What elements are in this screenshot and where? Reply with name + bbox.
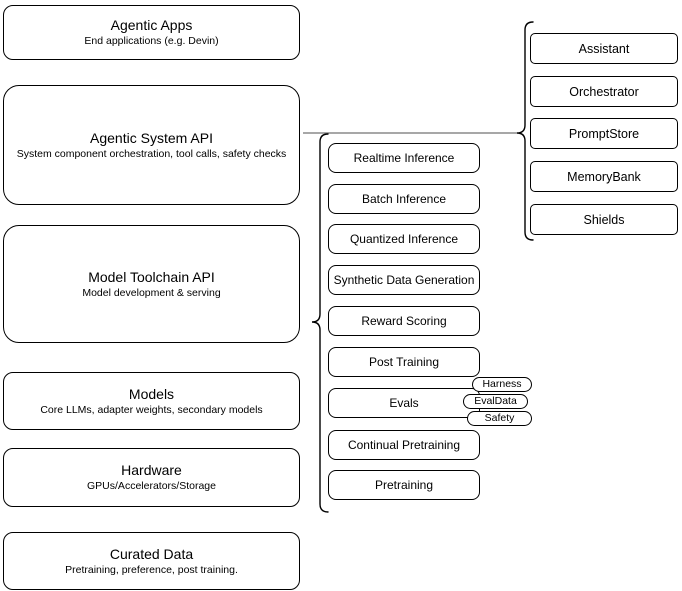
eval-tag-safety: Safety xyxy=(467,411,532,426)
component-box-promptstore: PromptStore xyxy=(530,118,678,149)
service-box-realtime-inference: Realtime Inference xyxy=(328,143,480,173)
service-box-quantized-inference: Quantized Inference xyxy=(328,224,480,254)
tag-label: Harness xyxy=(482,378,522,390)
service-label: Batch Inference xyxy=(361,192,447,206)
layer-agentic-apps: Agentic Apps End applications (e.g. Devi… xyxy=(3,5,300,60)
service-box-reward-scoring: Reward Scoring xyxy=(328,306,480,336)
layer-title: Agentic Apps xyxy=(110,17,193,33)
layer-model-toolchain-api: Model Toolchain API Model development & … xyxy=(3,225,300,343)
component-box-assistant: Assistant xyxy=(530,33,678,64)
layer-subtitle: System component orchestration, tool cal… xyxy=(16,147,287,160)
layer-title: Models xyxy=(128,385,175,402)
layer-title: Model Toolchain API xyxy=(88,268,215,285)
service-box-post-training: Post Training xyxy=(328,347,480,377)
layer-title: Agentic System API xyxy=(90,129,213,146)
component-box-shields: Shields xyxy=(530,204,678,235)
tag-label: EvalData xyxy=(474,395,517,407)
component-label: PromptStore xyxy=(568,126,640,141)
layer-title: Curated Data xyxy=(109,545,194,562)
service-box-evals: Evals xyxy=(328,388,480,418)
layer-curated-data: Curated Data Pretraining, preference, po… xyxy=(3,532,300,590)
layer-models: Models Core LLMs, adapter weights, secon… xyxy=(3,372,300,430)
layer-subtitle: Pretraining, preference, post training. xyxy=(65,563,238,576)
service-box-batch-inference: Batch Inference xyxy=(328,184,480,214)
service-label: Pretraining xyxy=(374,478,434,492)
component-label: Shields xyxy=(583,212,625,227)
layer-subtitle: GPUs/Accelerators/Storage xyxy=(87,480,216,492)
layer-hardware: Hardware GPUs/Accelerators/Storage xyxy=(3,448,300,507)
layer-subtitle: Core LLMs, adapter weights, secondary mo… xyxy=(40,403,263,416)
layer-title: Hardware xyxy=(121,462,182,478)
service-box-pretraining: Pretraining xyxy=(328,470,480,500)
tag-label: Safety xyxy=(484,412,515,424)
service-label: Continual Pretraining xyxy=(347,438,461,452)
system-components-brace xyxy=(516,21,534,241)
service-label: Quantized Inference xyxy=(349,232,459,246)
layer-subtitle: End applications (e.g. Devin) xyxy=(84,35,219,47)
service-label: Synthetic Data Generation xyxy=(333,273,475,287)
service-label: Reward Scoring xyxy=(361,314,447,328)
toolchain-brace xyxy=(311,133,329,513)
service-label: Evals xyxy=(389,396,419,410)
layer-agentic-system-api: Agentic System API System component orch… xyxy=(3,85,300,205)
service-box-synthetic-data-generation: Synthetic Data Generation xyxy=(328,265,480,295)
layer-subtitle: Model development & serving xyxy=(82,286,221,299)
service-label: Realtime Inference xyxy=(353,151,455,165)
component-label: Assistant xyxy=(578,41,630,56)
eval-tag-harness: Harness xyxy=(472,377,532,392)
service-box-continual-pretraining: Continual Pretraining xyxy=(328,430,480,460)
component-label: Orchestrator xyxy=(569,84,639,99)
component-label: MemoryBank xyxy=(567,169,641,184)
component-box-memorybank: MemoryBank xyxy=(530,161,678,192)
component-box-orchestrator: Orchestrator xyxy=(530,76,678,107)
eval-tag-evaldata: EvalData xyxy=(463,394,528,409)
service-label: Post Training xyxy=(368,355,440,369)
